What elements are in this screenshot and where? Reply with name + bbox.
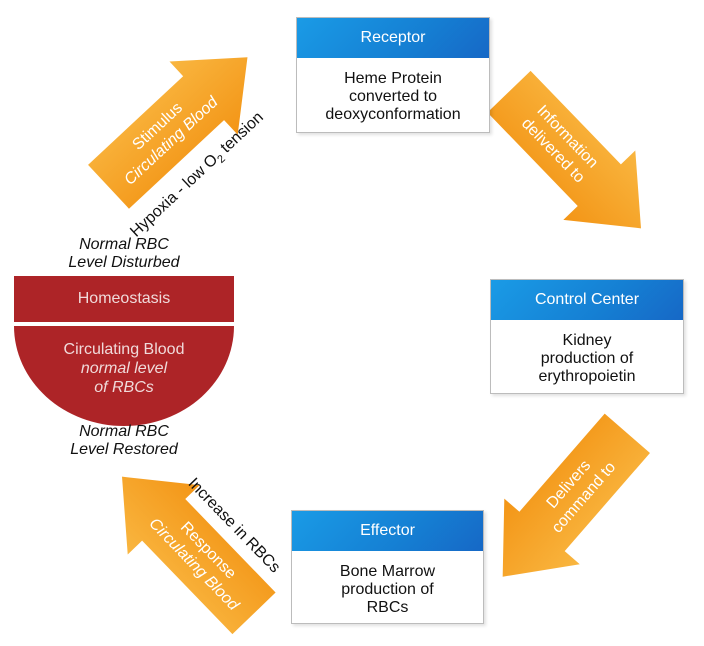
restored-label-line-2: Level Restored bbox=[70, 441, 178, 458]
effector-line-1: Bone Marrow bbox=[339, 563, 436, 580]
control-center-header: Control Center bbox=[491, 280, 683, 320]
effector-body: Bone Marrow production of RBCs bbox=[292, 551, 483, 617]
receptor-line-3: deoxyconformation bbox=[325, 106, 461, 123]
receptor-line-2: converted to bbox=[348, 88, 438, 105]
control-center-line-1: Kidney bbox=[562, 332, 612, 349]
information-arrow-shape bbox=[487, 70, 641, 229]
control-center-line-3: erythropoietin bbox=[538, 368, 636, 385]
response-arrow: Response Circulating Blood Increase in R… bbox=[122, 475, 283, 635]
effector-box: Effector Bone Marrow production of RBCs bbox=[291, 510, 484, 624]
receptor-body: Heme Protein converted to deoxyconformat… bbox=[297, 58, 489, 124]
control-center-box: Control Center Kidney production of eryt… bbox=[490, 279, 684, 394]
effector-header: Effector bbox=[292, 511, 483, 551]
stimulus-arrow-shape bbox=[88, 57, 248, 209]
receptor-box: Receptor Heme Protein converted to deoxy… bbox=[296, 17, 490, 133]
control-center-line-2: production of bbox=[540, 350, 634, 367]
restored-label-line-1: Normal RBC bbox=[79, 423, 169, 440]
effector-line-3: RBCs bbox=[366, 599, 409, 616]
bowl-line-2: normal level bbox=[80, 360, 168, 377]
disturbed-label: Normal RBC Level Disturbed bbox=[44, 236, 204, 272]
disturbed-label-line-1: Normal RBC bbox=[79, 236, 169, 253]
control-center-body: Kidney production of erythropoietin bbox=[491, 320, 683, 386]
restored-label: Normal RBC Level Restored bbox=[44, 423, 204, 459]
delivers-arrow-shape bbox=[502, 413, 650, 577]
bowl-line-1: Circulating Blood bbox=[63, 341, 185, 358]
information-arrow: Information delivered to bbox=[487, 70, 641, 229]
disturbed-label-line-2: Level Disturbed bbox=[68, 254, 180, 271]
response-arrow-shape bbox=[122, 476, 276, 635]
bowl-line-3: of RBCs bbox=[94, 379, 154, 396]
receptor-header: Receptor bbox=[297, 18, 489, 58]
delivers-arrow: Delivers command to bbox=[502, 413, 650, 577]
receptor-line-1: Heme Protein bbox=[344, 70, 442, 87]
homeostasis-bar: Homeostasis bbox=[14, 276, 234, 322]
stimulus-arrow: Stimulus Circulating Blood Hypoxia - low… bbox=[88, 57, 267, 241]
effector-line-2: production of bbox=[341, 581, 434, 598]
